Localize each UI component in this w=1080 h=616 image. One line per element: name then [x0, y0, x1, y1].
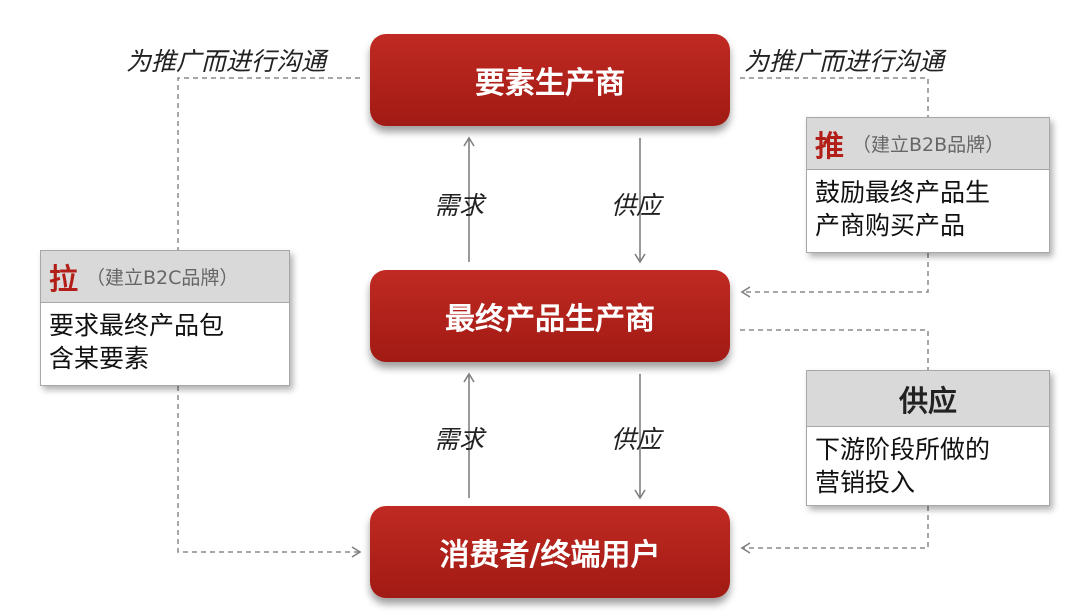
push-key: 推 [815, 128, 845, 163]
comm-label-left: 为推广而进行沟通 [126, 47, 327, 76]
comm-path-left-lower [177, 386, 362, 558]
supply-line-2: 营销投入 [815, 468, 916, 497]
node-consumer-label: 消费者/终端用户 [439, 538, 661, 573]
supply-box-header: 供应 [807, 371, 1049, 427]
supply-path-lower [740, 506, 929, 554]
supply-label-lower: 供应 [611, 425, 662, 454]
comm-path-right-upper [740, 77, 929, 117]
comm-label-right: 为推广而进行沟通 [744, 47, 945, 76]
demand-label-upper: 需求 [434, 191, 485, 220]
node-final-producer-label: 最终产品生产商 [445, 302, 655, 337]
node-final-producer: 最终产品生产商 [370, 270, 730, 362]
comm-path-left-upper [177, 77, 360, 250]
pull-line-1: 要求最终产品包 [49, 311, 225, 340]
supply-box: 供应 下游阶段所做的 营销投入 [806, 370, 1050, 506]
supply-path-upper [740, 329, 929, 370]
push-box-body: 鼓励最终产品生 产商购买产品 [807, 170, 1049, 242]
push-line-2: 产商购买产品 [815, 211, 966, 240]
pull-box-body: 要求最终产品包 含某要素 [41, 303, 289, 375]
push-path [740, 253, 929, 298]
supply-line-1: 下游阶段所做的 [815, 435, 991, 464]
demand-label-lower: 需求 [434, 425, 485, 454]
push-paren: （建立B2B品牌） [852, 134, 1005, 156]
supply-label-upper: 供应 [611, 191, 662, 220]
node-element-producer-label: 要素生产商 [475, 66, 625, 101]
node-consumer: 消费者/终端用户 [370, 506, 730, 598]
pull-box-header: 拉 （建立B2C品牌） [41, 251, 289, 303]
supply-box-title: 供应 [898, 383, 957, 418]
pull-paren: （建立B2C品牌） [86, 267, 239, 289]
push-line-1: 鼓励最终产品生 [815, 178, 991, 207]
push-box: 推 （建立B2B品牌） 鼓励最终产品生 产商购买产品 [806, 117, 1050, 253]
pull-key: 拉 [49, 261, 79, 296]
push-box-header: 推 （建立B2B品牌） [807, 118, 1049, 170]
pull-box: 拉 （建立B2C品牌） 要求最终产品包 含某要素 [40, 250, 290, 386]
node-element-producer: 要素生产商 [370, 34, 730, 126]
pull-line-2: 含某要素 [49, 344, 150, 373]
supply-box-body: 下游阶段所做的 营销投入 [807, 427, 1049, 499]
